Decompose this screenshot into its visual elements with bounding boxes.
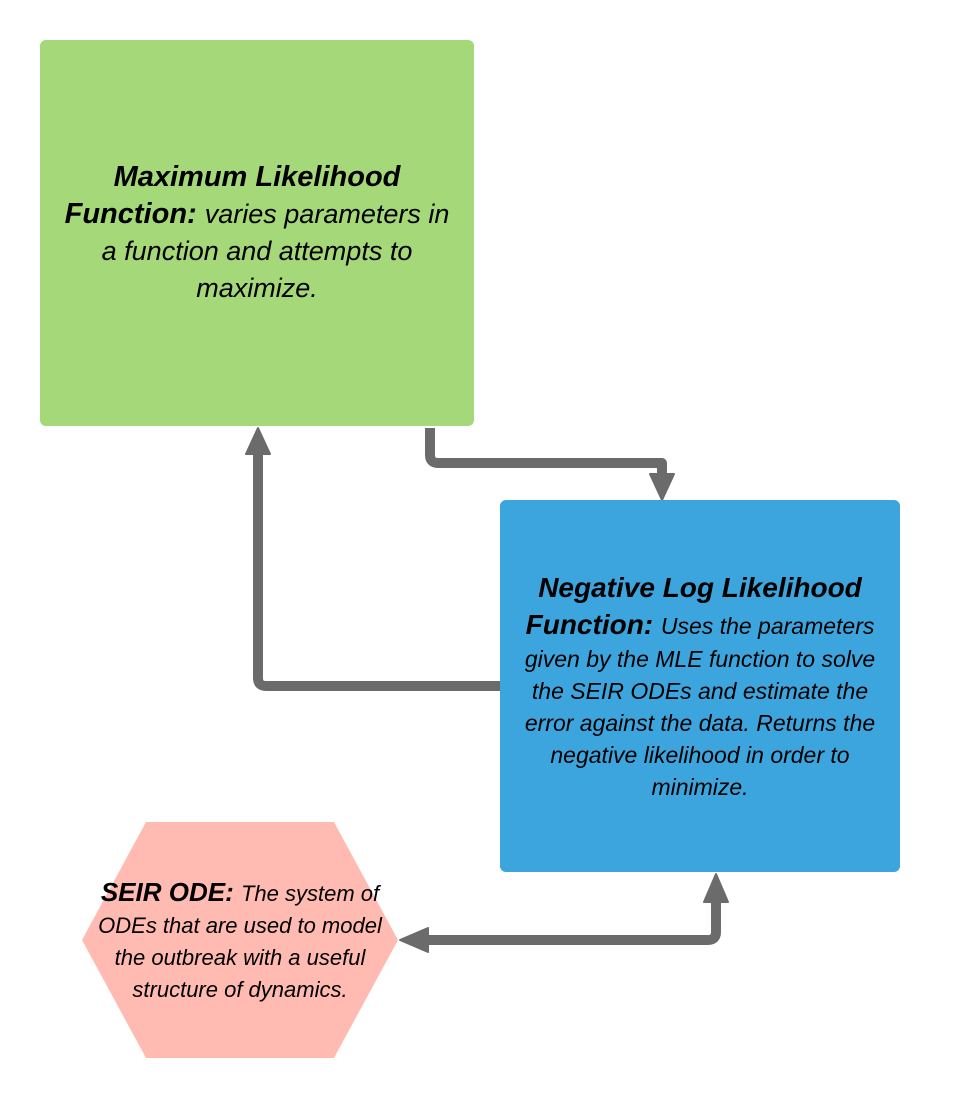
edge-nll-seir: [424, 898, 721, 945]
arrowhead-into-nll: [649, 473, 675, 501]
mle-body: varies parameters in a function and atte…: [101, 199, 450, 303]
seir-ode-box[interactable]: SEIR ODE: The system of ODEs that are us…: [82, 822, 398, 1058]
mle-text: Maximum Likelihood Function: varies para…: [56, 159, 458, 307]
nll-title: Negative Log Likelihood Function:: [525, 572, 862, 640]
nll-function-box[interactable]: Negative Log Likelihood Function: Uses t…: [500, 500, 900, 872]
edge-mle-to-nll: [425, 428, 667, 478]
nll-text: Negative Log Likelihood Function: Uses t…: [514, 569, 886, 803]
nll-body: Uses the parameters given by the MLE fun…: [524, 613, 876, 800]
seir-text: SEIR ODE: The system of ODEs that are us…: [90, 876, 390, 1006]
seir-body: The system of ODEs that are used to mode…: [98, 881, 382, 1002]
edge-nll-to-mle: [253, 450, 500, 691]
arrowhead-into-nll-bottom: [703, 873, 729, 903]
seir-ode-hexagon[interactable]: [82, 822, 398, 1058]
mle-function-box[interactable]: Maximum Likelihood Function: varies para…: [40, 40, 474, 426]
mle-title: Maximum Likelihood Function:: [64, 161, 401, 230]
arrowhead-into-seir: [399, 927, 429, 953]
seir-title: SEIR ODE:: [100, 877, 241, 907]
arrowhead-into-mle: [245, 427, 271, 455]
